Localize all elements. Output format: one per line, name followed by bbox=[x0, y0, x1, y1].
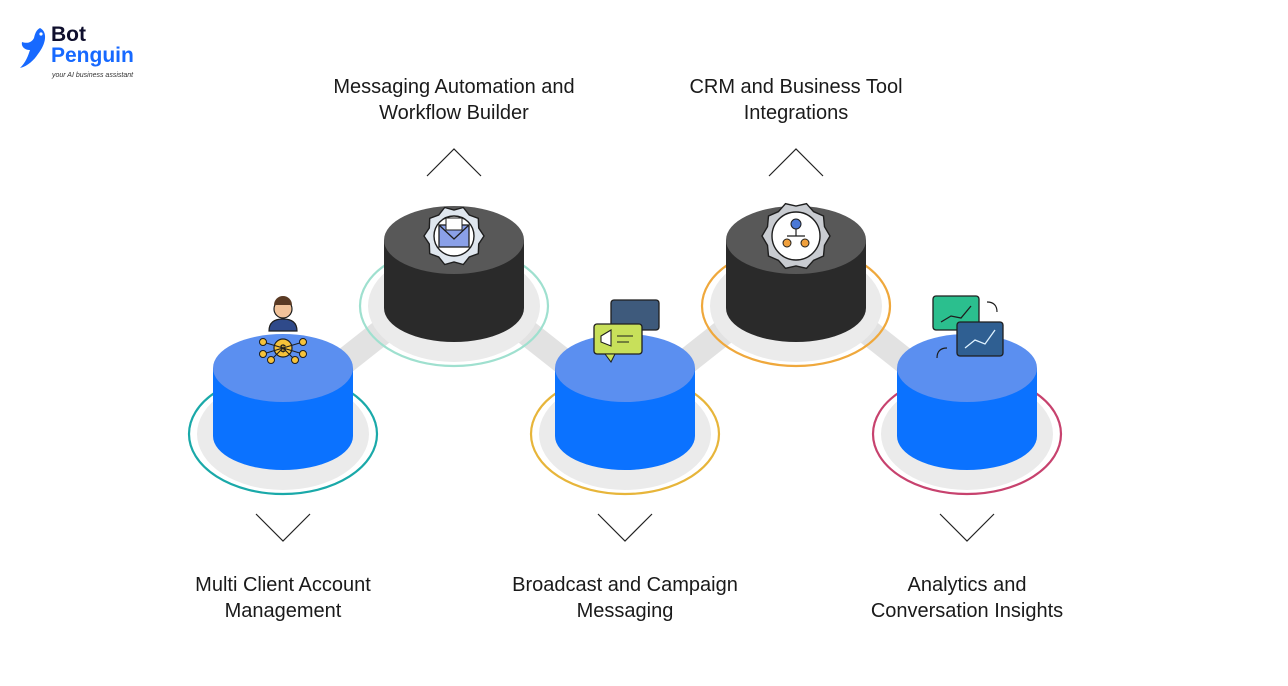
step-title-line: Multi Client Account bbox=[195, 574, 371, 596]
brand-name-bot: Bot bbox=[51, 23, 86, 46]
step-title-line: Workflow Builder bbox=[379, 102, 529, 124]
chevron-down-icon bbox=[597, 513, 653, 542]
step-title-line: CRM and Business Tool bbox=[689, 76, 903, 98]
brand-name-penguin: Penguin bbox=[51, 44, 134, 67]
brand-logo: Bot Penguin your AI business assistant bbox=[18, 24, 148, 84]
step-title-line: Conversation Insights bbox=[870, 600, 1064, 622]
step-title-line: Integrations bbox=[743, 102, 849, 124]
svg-text:$: $ bbox=[280, 343, 286, 355]
chevron-up-icon bbox=[426, 148, 482, 177]
client-money-icon: $ bbox=[259, 296, 307, 364]
step-title-line: Broadcast and Campaign bbox=[512, 574, 738, 596]
penguin-logo-icon bbox=[20, 28, 46, 68]
analytics-chat-icon bbox=[932, 295, 1004, 359]
step-cylinder-top bbox=[555, 334, 695, 402]
envelope-gear-icon bbox=[423, 206, 485, 266]
step-5 bbox=[871, 295, 1063, 542]
chevron-down-icon bbox=[255, 513, 311, 542]
step-cylinder-top bbox=[213, 334, 353, 402]
network-gear-icon bbox=[761, 202, 831, 270]
brand-tagline: your AI business assistant bbox=[52, 72, 134, 79]
step-2 bbox=[358, 148, 550, 368]
step-4 bbox=[700, 148, 892, 368]
step-3 bbox=[529, 299, 721, 542]
step-title-line: Management bbox=[224, 600, 342, 622]
chevron-up-icon bbox=[768, 148, 824, 177]
step-title-line: Analytics and bbox=[907, 574, 1027, 596]
chevron-down-icon bbox=[939, 513, 995, 542]
step-title-line: Messaging bbox=[576, 600, 674, 622]
step-1: $ bbox=[187, 296, 379, 542]
megaphone-chat-icon bbox=[593, 299, 660, 363]
step-title-line: Messaging Automation and bbox=[333, 76, 575, 98]
